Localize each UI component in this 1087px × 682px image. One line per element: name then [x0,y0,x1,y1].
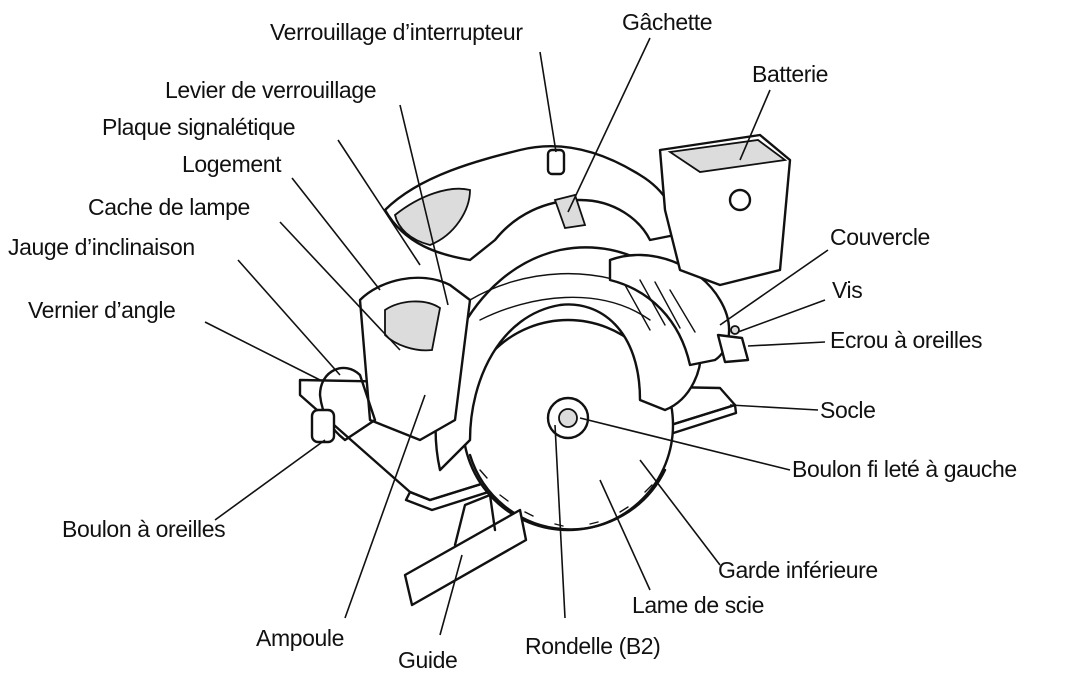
label-battery: Batterie [752,61,828,87]
screw-shape [731,326,739,334]
label-housing: Logement [182,151,282,177]
label-cover: Couvercle [830,224,930,250]
label-lock-lever: Levier de verrouillage [165,77,376,103]
label-washer: Rondelle (B2) [525,633,660,659]
label-saw-blade: Lame de scie [632,592,764,618]
label-base: Socle [820,397,876,423]
label-wing-nut: Ecrou à oreilles [830,327,982,353]
wing-nut-shape [718,335,748,362]
label-lamp-cover: Cache de lampe [88,194,250,220]
label-angle-vernier: Vernier d’angle [28,297,175,323]
label-bevel-gauge: Jauge d’inclinaison [8,234,195,260]
label-bulb: Ampoule [256,625,344,651]
label-left-thread-bolt: Boulon fi leté à gauche [792,456,1017,482]
battery-button [730,190,750,210]
rip-guide [405,510,526,605]
switch-lock-shape [548,150,564,174]
label-wing-bolt: Boulon à oreilles [62,516,225,542]
label-guide: Guide [398,647,457,673]
bolt-shape [559,409,577,427]
label-screw: Vis [832,277,862,303]
label-nameplate: Plaque signalétique [102,114,295,140]
wing-bolt-shape [312,410,334,442]
label-switch-lock: Verrouillage d’interrupteur [270,19,523,45]
saw-illustration [300,135,790,605]
label-lower-guard: Garde inférieure [718,557,878,583]
label-trigger: Gâchette [622,9,712,35]
